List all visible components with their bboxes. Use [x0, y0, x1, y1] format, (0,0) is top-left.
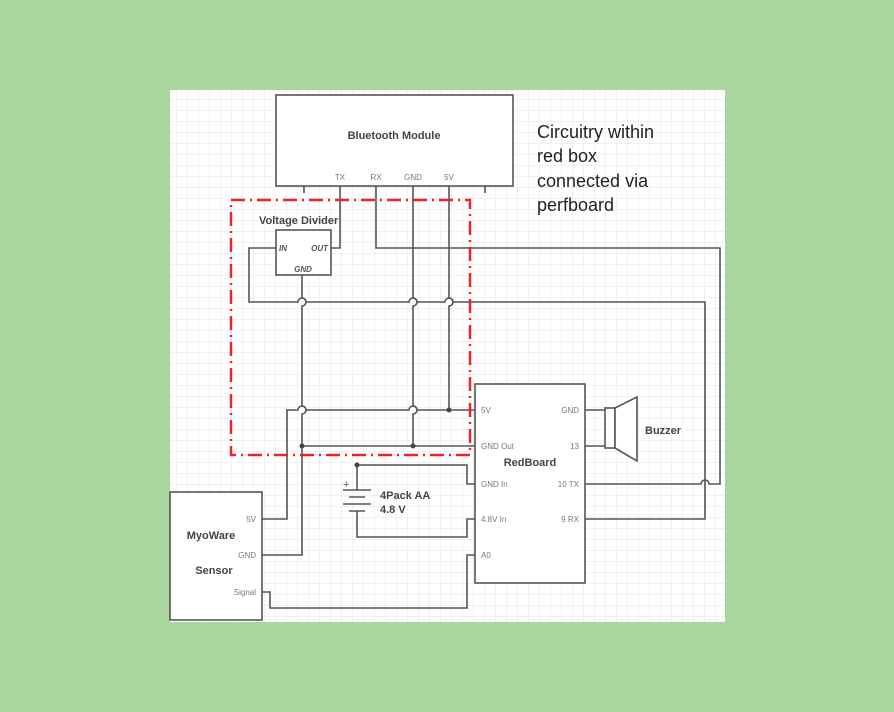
svg-text:GND: GND — [294, 265, 312, 274]
perfboard-note: Circuitry within red box connected via p… — [537, 122, 654, 215]
bt-pin-5v: 5V — [444, 173, 454, 182]
svg-text:perfboard: perfboard — [537, 195, 614, 215]
svg-text:Sensor: Sensor — [195, 565, 233, 577]
svg-text:4Pack AA: 4Pack AA — [380, 490, 430, 502]
svg-text:5V: 5V — [246, 515, 256, 524]
battery-icon — [343, 489, 371, 512]
bluetooth-title: Bluetooth Module — [348, 130, 441, 142]
buzzer-icon — [604, 407, 616, 449]
svg-text:connected via: connected via — [537, 171, 649, 191]
redboard: RedBoard 5V GND Out GND In 4.8V In A0 GN… — [474, 383, 586, 584]
svg-text:5V: 5V — [481, 406, 491, 415]
wires — [248, 186, 721, 609]
svg-text:GND: GND — [561, 406, 579, 415]
buzzer: Buzzer — [604, 395, 682, 463]
svg-text:IN: IN — [279, 244, 287, 253]
svg-text:4.8 V: 4.8 V — [380, 504, 406, 516]
svg-text:GND Out: GND Out — [481, 442, 515, 451]
svg-text:4.8V In: 4.8V In — [481, 515, 506, 524]
voltage-divider-title: Voltage Divider — [259, 215, 339, 227]
svg-text:MyoWare: MyoWare — [187, 530, 236, 542]
svg-text:+: + — [343, 479, 349, 491]
battery: + 4Pack AA 4.8 V — [343, 479, 430, 516]
perfboard-region-box — [229, 198, 472, 457]
myoware-sensor: MyoWare Sensor 5V GND Signal — [169, 491, 263, 621]
svg-text:GND In: GND In — [481, 480, 508, 489]
bluetooth-module: Bluetooth Module TX RX GND 5V — [275, 94, 514, 193]
svg-text:Circuitry within: Circuitry within — [537, 122, 654, 142]
svg-text:OUT: OUT — [311, 244, 329, 253]
bt-pin-rx: RX — [370, 173, 382, 182]
svg-text:A0: A0 — [481, 551, 491, 560]
svg-text:red box: red box — [537, 146, 597, 166]
bt-pin-tx: TX — [335, 173, 346, 182]
svg-text:Signal: Signal — [234, 588, 256, 597]
svg-text:9 RX: 9 RX — [561, 515, 579, 524]
svg-text:13: 13 — [570, 442, 579, 451]
redboard-title: RedBoard — [504, 457, 557, 469]
svg-text:10 TX: 10 TX — [558, 480, 580, 489]
buzzer-label: Buzzer — [645, 425, 682, 437]
bt-pin-gnd: GND — [404, 173, 422, 182]
voltage-divider: Voltage Divider IN OUT GND — [259, 215, 339, 276]
svg-text:GND: GND — [238, 551, 256, 560]
